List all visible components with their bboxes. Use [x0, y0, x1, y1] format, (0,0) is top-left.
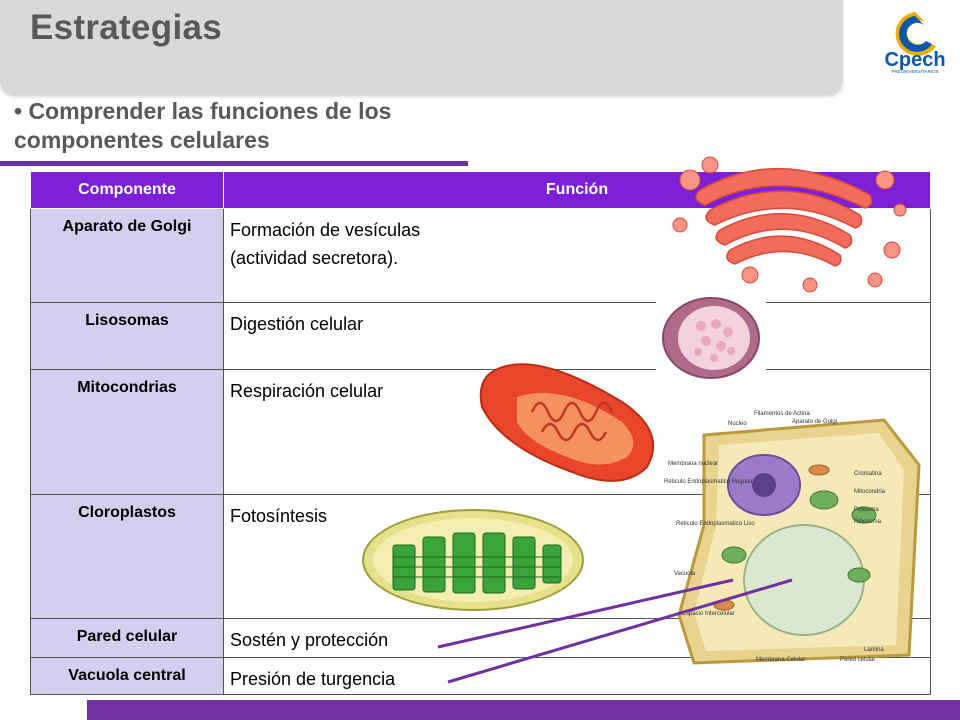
- function-cell: Presión de turgencia: [223, 657, 931, 695]
- function-cell: Formación de vesículas (actividad secret…: [230, 220, 421, 268]
- plant-cell-diagram: Nucleo Filamentos de Actina Aparato de G…: [664, 411, 921, 665]
- label-membrana-nuclear: Membrana nuclear: [668, 461, 718, 467]
- label-cromatina: Cromatina: [854, 471, 882, 477]
- cpech-logo: Cpech PREUNIVERSITARIOS: [884, 12, 946, 74]
- table-row: Lisosomas Digestión celular: [30, 302, 931, 370]
- chloroplast-illustration: [362, 509, 584, 611]
- footer-bar: [87, 700, 960, 720]
- label-reticulo-liso: Reticulo Endoplasmatico Liso: [676, 521, 755, 527]
- label-ribosoma: Ribosoma: [854, 519, 882, 525]
- subtitle-bullet: • Comprender las funciones de los compon…: [14, 98, 392, 153]
- label-poliosoma: Polisoma: [854, 507, 879, 513]
- label-aparato: Aparato de Golgi: [792, 419, 837, 425]
- label-nucleo: Nucleo: [728, 421, 747, 427]
- label-mitocondria: Mitocondria: [854, 489, 886, 495]
- function-cell: Digestión celular: [223, 302, 931, 370]
- label-lamina: Lamina: [864, 647, 884, 653]
- component-cell: Pared celular: [30, 618, 224, 658]
- subtitle-underline: [0, 161, 468, 166]
- label-espacio: Espacio Intercelular: [682, 611, 735, 617]
- label-vacuola: Vacuola: [674, 571, 696, 577]
- header-componente: Componente: [30, 171, 224, 209]
- slide-title: Estrategias: [30, 8, 223, 47]
- lysosome-illustration: [656, 296, 766, 381]
- component-cell: Lisosomas: [30, 302, 224, 370]
- logo-text: Cpech: [884, 49, 945, 71]
- table-row: Vacuola central Presión de turgencia: [30, 657, 931, 695]
- golgi-illustration: [672, 156, 907, 293]
- pointer-line-vacuola: [447, 578, 793, 684]
- label-membrana-celular: Membrana Celular: [756, 657, 805, 663]
- logo-subtext: PREUNIVERSITARIOS: [892, 69, 939, 74]
- mitochondrion-illustration: [479, 363, 655, 482]
- label-filamentos: Filamentos de Actina: [754, 411, 810, 417]
- component-cell: Vacuola central: [30, 657, 224, 695]
- label-pared-celular: Pared celular: [840, 657, 875, 663]
- title-bar: Estrategias: [0, 0, 843, 95]
- label-reticulo-endo: Reticulo Endoplasmatico Rugoso: [664, 479, 753, 485]
- component-cell: Mitocondrias: [30, 369, 224, 495]
- pointer-line-pared: [437, 578, 734, 649]
- component-cell: Cloroplastos: [30, 494, 224, 619]
